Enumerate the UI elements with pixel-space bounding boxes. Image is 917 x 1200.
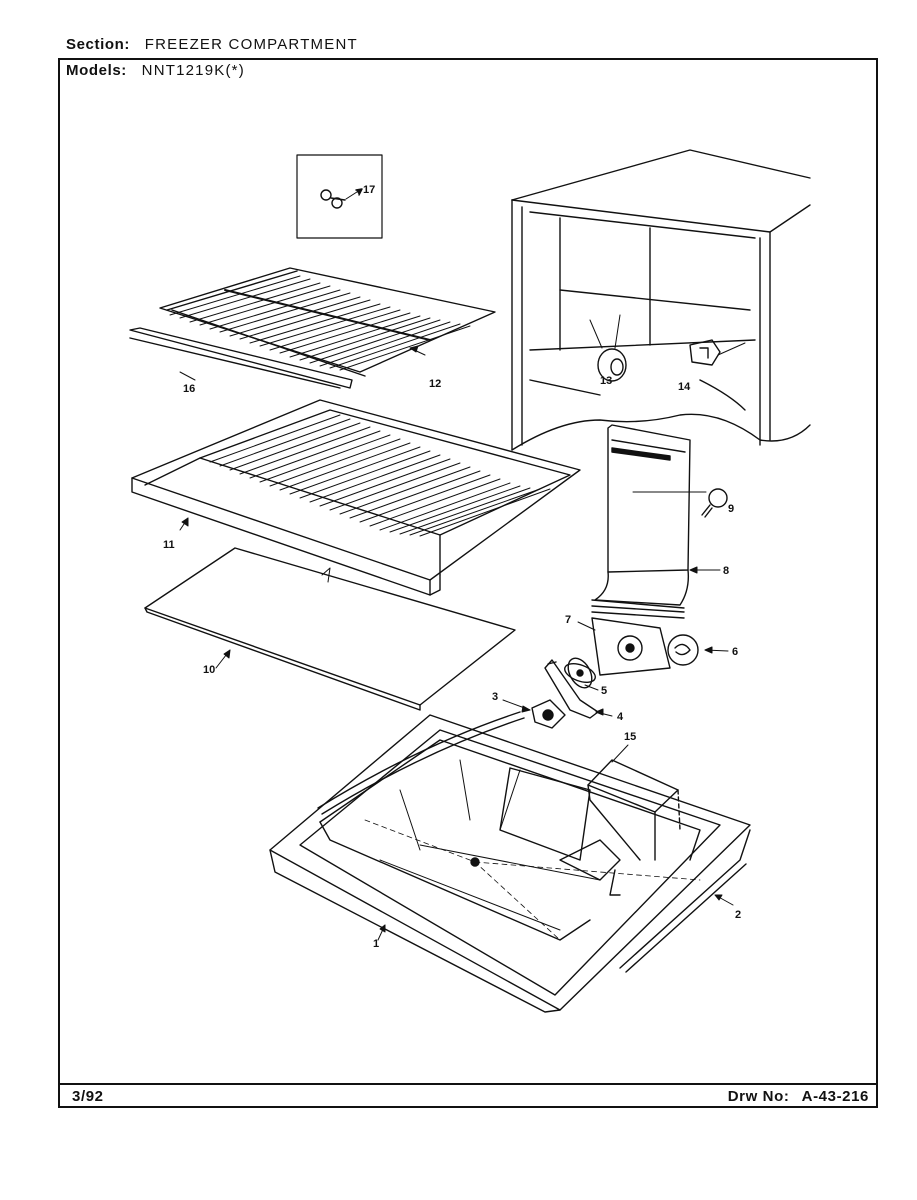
section-heading: Section: FREEZER COMPARTMENT [66,36,358,53]
callout-12: 12 [429,378,441,390]
part-1-freezer-pan [269,714,751,1013]
part-7-bracket [591,617,671,676]
callout-7: 7 [565,614,571,626]
callout-5: 5 [601,685,607,697]
models-heading: Models: NNT1219K(*) [66,62,245,79]
callout-1: 1 [373,938,379,950]
callout-9: 9 [728,503,734,515]
part-15-cover [587,759,681,861]
part-3-fan-motor [531,699,566,729]
part-10-liner [144,547,516,711]
part-8-air-duct [591,424,691,619]
callout-6: 6 [732,646,738,658]
callout-16: 16 [183,383,195,395]
callout-8: 8 [723,565,729,577]
callout-15: 15 [624,731,636,743]
part-12-wire-shelf [159,267,496,377]
models-label: Models: [66,62,127,79]
revision-date: 3/92 [72,1088,104,1105]
part-16-rail [129,327,353,389]
callout-14: 14 [678,381,691,393]
drawing-frame [58,58,878,1108]
part-11-tray-shelf [131,399,581,596]
part-5-fan-blade [564,657,596,689]
part-9-screw [632,488,728,518]
part-2-trim-rails [317,711,751,973]
callout-10: 10 [203,664,215,676]
models-value: NNT1219K(*) [141,62,245,79]
cabinet-body [511,149,811,451]
drawing-number-block: Drw No: A-43-216 [728,1088,869,1105]
drawing-number: A-43-216 [801,1088,869,1105]
callout-13: 13 [600,375,612,387]
section-label: Section: [66,36,130,53]
footer-divider [58,1083,878,1085]
callout-4: 4 [617,711,624,723]
callout-3: 3 [492,691,498,703]
drawing-number-label: Drw No: [727,1088,790,1105]
section-value: FREEZER COMPARTMENT [144,36,358,53]
callout-17: 17 [363,184,375,196]
part-6-shroud [667,634,699,666]
part-17-inset [296,154,383,239]
callout-2: 2 [735,909,741,921]
callout-11: 11 [163,539,175,551]
